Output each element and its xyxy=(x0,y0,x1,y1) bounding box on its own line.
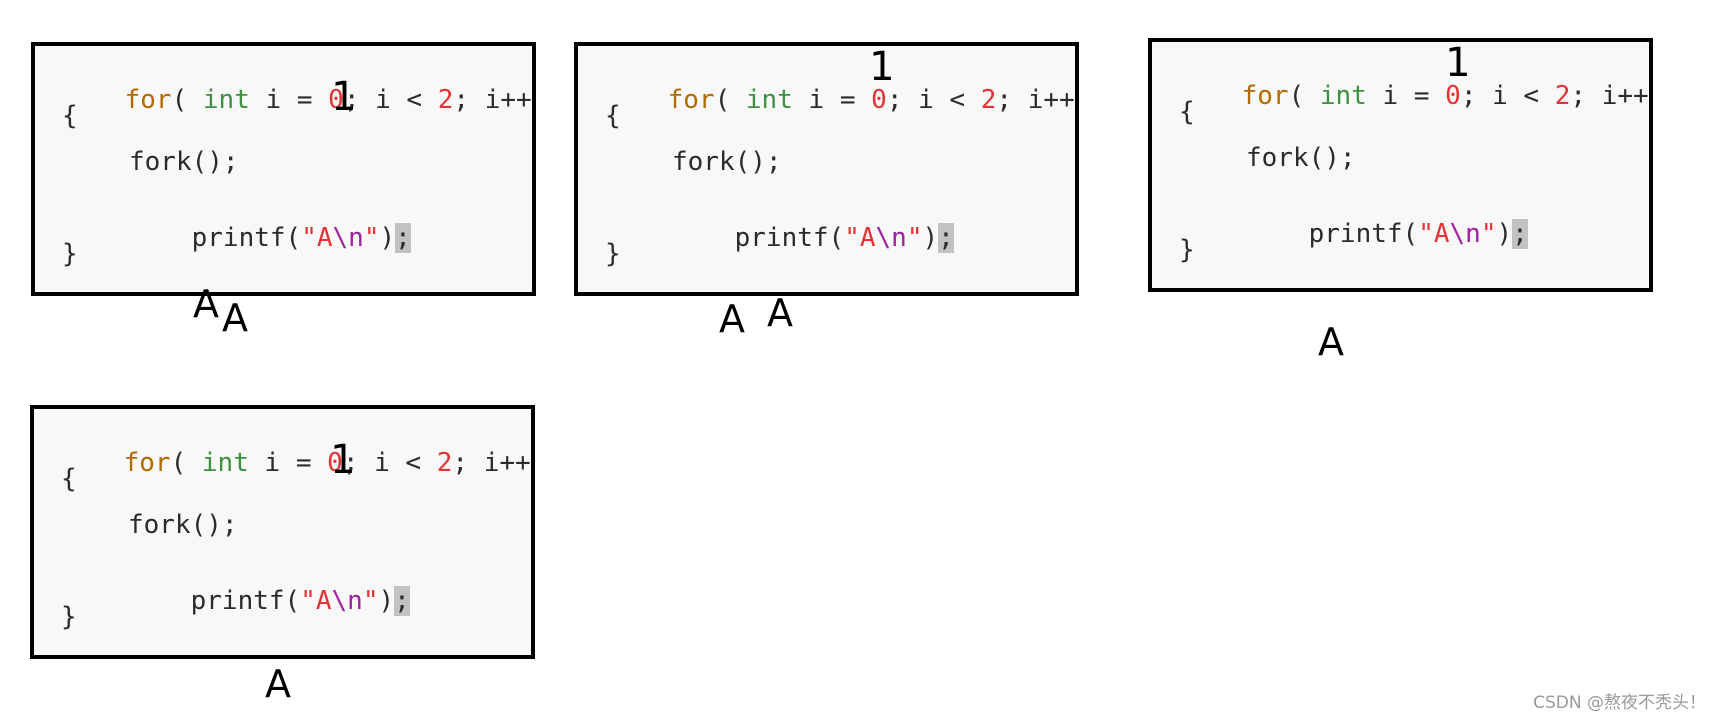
output-a: A xyxy=(719,297,745,341)
code-box-2: for( int i = 01; i < 2; i++ ) { fork(); … xyxy=(574,42,1079,296)
open-brace: { xyxy=(61,464,77,494)
loop-limit: 2 xyxy=(437,85,454,115)
output-a: A xyxy=(1318,320,1344,364)
paren-open: ( xyxy=(714,85,746,115)
printf-prefix: printf( xyxy=(734,223,845,253)
for-keyword: for xyxy=(667,85,715,115)
printf-string-end: " xyxy=(1480,219,1497,249)
output-a: A xyxy=(222,296,248,340)
for-keyword: for xyxy=(124,85,172,115)
code-box-4: for( int i = 01; i < 2; i++ ) { fork(); … xyxy=(30,405,535,659)
paren-open: ( xyxy=(1288,81,1320,111)
fork-call: fork(); xyxy=(1246,143,1356,173)
condition: ; i < xyxy=(342,448,437,478)
loop-limit: 2 xyxy=(436,448,453,478)
for-loop-line: for( int i = 01; i < 2; i++ ) xyxy=(62,55,532,145)
close-brace: } xyxy=(61,602,77,632)
paren-open: ( xyxy=(170,448,202,478)
printf-string-a: "A xyxy=(1418,219,1450,249)
loop-limit: 2 xyxy=(980,85,997,115)
init-value-digit: 0 xyxy=(871,85,887,115)
for-loop-line: for( int i = 01; i < 2; i++ ) xyxy=(61,418,531,508)
printf-paren: ) xyxy=(922,223,939,253)
init-value-digit: 0 xyxy=(327,448,343,478)
increment: ; i++ ) xyxy=(1570,81,1649,111)
int-keyword: int xyxy=(202,85,250,115)
loop-counter-overlay: 1 xyxy=(331,74,357,120)
output-a: A xyxy=(767,291,793,335)
printf-escape: \n xyxy=(332,223,364,253)
printf-string-a: "A xyxy=(300,586,332,616)
printf-prefix: printf( xyxy=(191,223,302,253)
condition: ; i < xyxy=(343,85,438,115)
printf-semicolon: ; xyxy=(938,223,954,253)
printf-semicolon: ; xyxy=(394,586,410,616)
increment: ; i++ ) xyxy=(452,448,531,478)
watermark: CSDN @熬夜不秃头！ xyxy=(1533,693,1706,713)
for-keyword: for xyxy=(123,448,171,478)
init-value-digit: 0 xyxy=(1445,81,1461,111)
for-loop-line: for( int i = 01; i < 2; i++ ) xyxy=(1179,43,1649,141)
open-brace: { xyxy=(605,101,621,131)
int-keyword: int xyxy=(1319,81,1367,111)
code-box-3: for( int i = 01; i < 2; i++ ) { fork(); … xyxy=(1148,38,1653,292)
condition: ; i < xyxy=(886,85,981,115)
int-keyword: int xyxy=(201,448,249,478)
printf-string-end: " xyxy=(363,223,380,253)
var-assign: i = xyxy=(248,448,328,478)
increment: ; i++ ) xyxy=(996,85,1075,115)
loop-counter-overlay: 1 xyxy=(330,437,356,483)
loop-limit: 2 xyxy=(1554,81,1571,111)
open-brace: { xyxy=(62,101,78,131)
printf-semicolon: ; xyxy=(395,223,411,253)
printf-line: printf("A\n"); xyxy=(128,556,410,646)
condition: ; i < xyxy=(1460,81,1555,111)
for-keyword: for xyxy=(1241,81,1289,111)
close-brace: } xyxy=(62,239,78,269)
output-a: A xyxy=(193,282,219,326)
for-loop-line: for( int i = 01; i < 2; i++ ) xyxy=(605,47,1075,145)
printf-string-a: "A xyxy=(844,223,876,253)
printf-string-end: " xyxy=(362,586,379,616)
printf-semicolon: ; xyxy=(1512,219,1528,249)
printf-line: printf("A\n"); xyxy=(1246,189,1528,279)
close-brace: } xyxy=(1179,235,1195,265)
printf-string-a: "A xyxy=(301,223,333,253)
open-brace: { xyxy=(1179,97,1195,127)
printf-line: printf("A\n"); xyxy=(672,193,954,283)
var-assign: i = xyxy=(792,85,872,115)
fork-call: fork(); xyxy=(129,147,239,177)
fork-call: fork(); xyxy=(672,147,782,177)
printf-paren: ) xyxy=(1496,219,1513,249)
printf-escape: \n xyxy=(331,586,363,616)
int-keyword: int xyxy=(745,85,793,115)
output-a: A xyxy=(265,662,291,706)
printf-paren: ) xyxy=(378,586,395,616)
fork-call: fork(); xyxy=(128,510,238,540)
loop-counter-overlay: 1 xyxy=(1445,40,1471,86)
close-brace: } xyxy=(605,239,621,269)
printf-escape: \n xyxy=(1449,219,1481,249)
var-assign: i = xyxy=(1366,81,1446,111)
printf-escape: \n xyxy=(875,223,907,253)
loop-counter-overlay: 1 xyxy=(869,44,895,90)
increment: ; i++ ) xyxy=(453,85,532,115)
var-assign: i = xyxy=(249,85,329,115)
printf-prefix: printf( xyxy=(1308,219,1419,249)
init-value-digit: 0 xyxy=(328,85,344,115)
code-box-1: for( int i = 01; i < 2; i++ ) { fork(); … xyxy=(31,42,536,296)
printf-line: printf("A\n"); xyxy=(129,193,411,283)
printf-paren: ) xyxy=(379,223,396,253)
paren-open: ( xyxy=(171,85,203,115)
printf-string-end: " xyxy=(906,223,923,253)
printf-prefix: printf( xyxy=(190,586,301,616)
